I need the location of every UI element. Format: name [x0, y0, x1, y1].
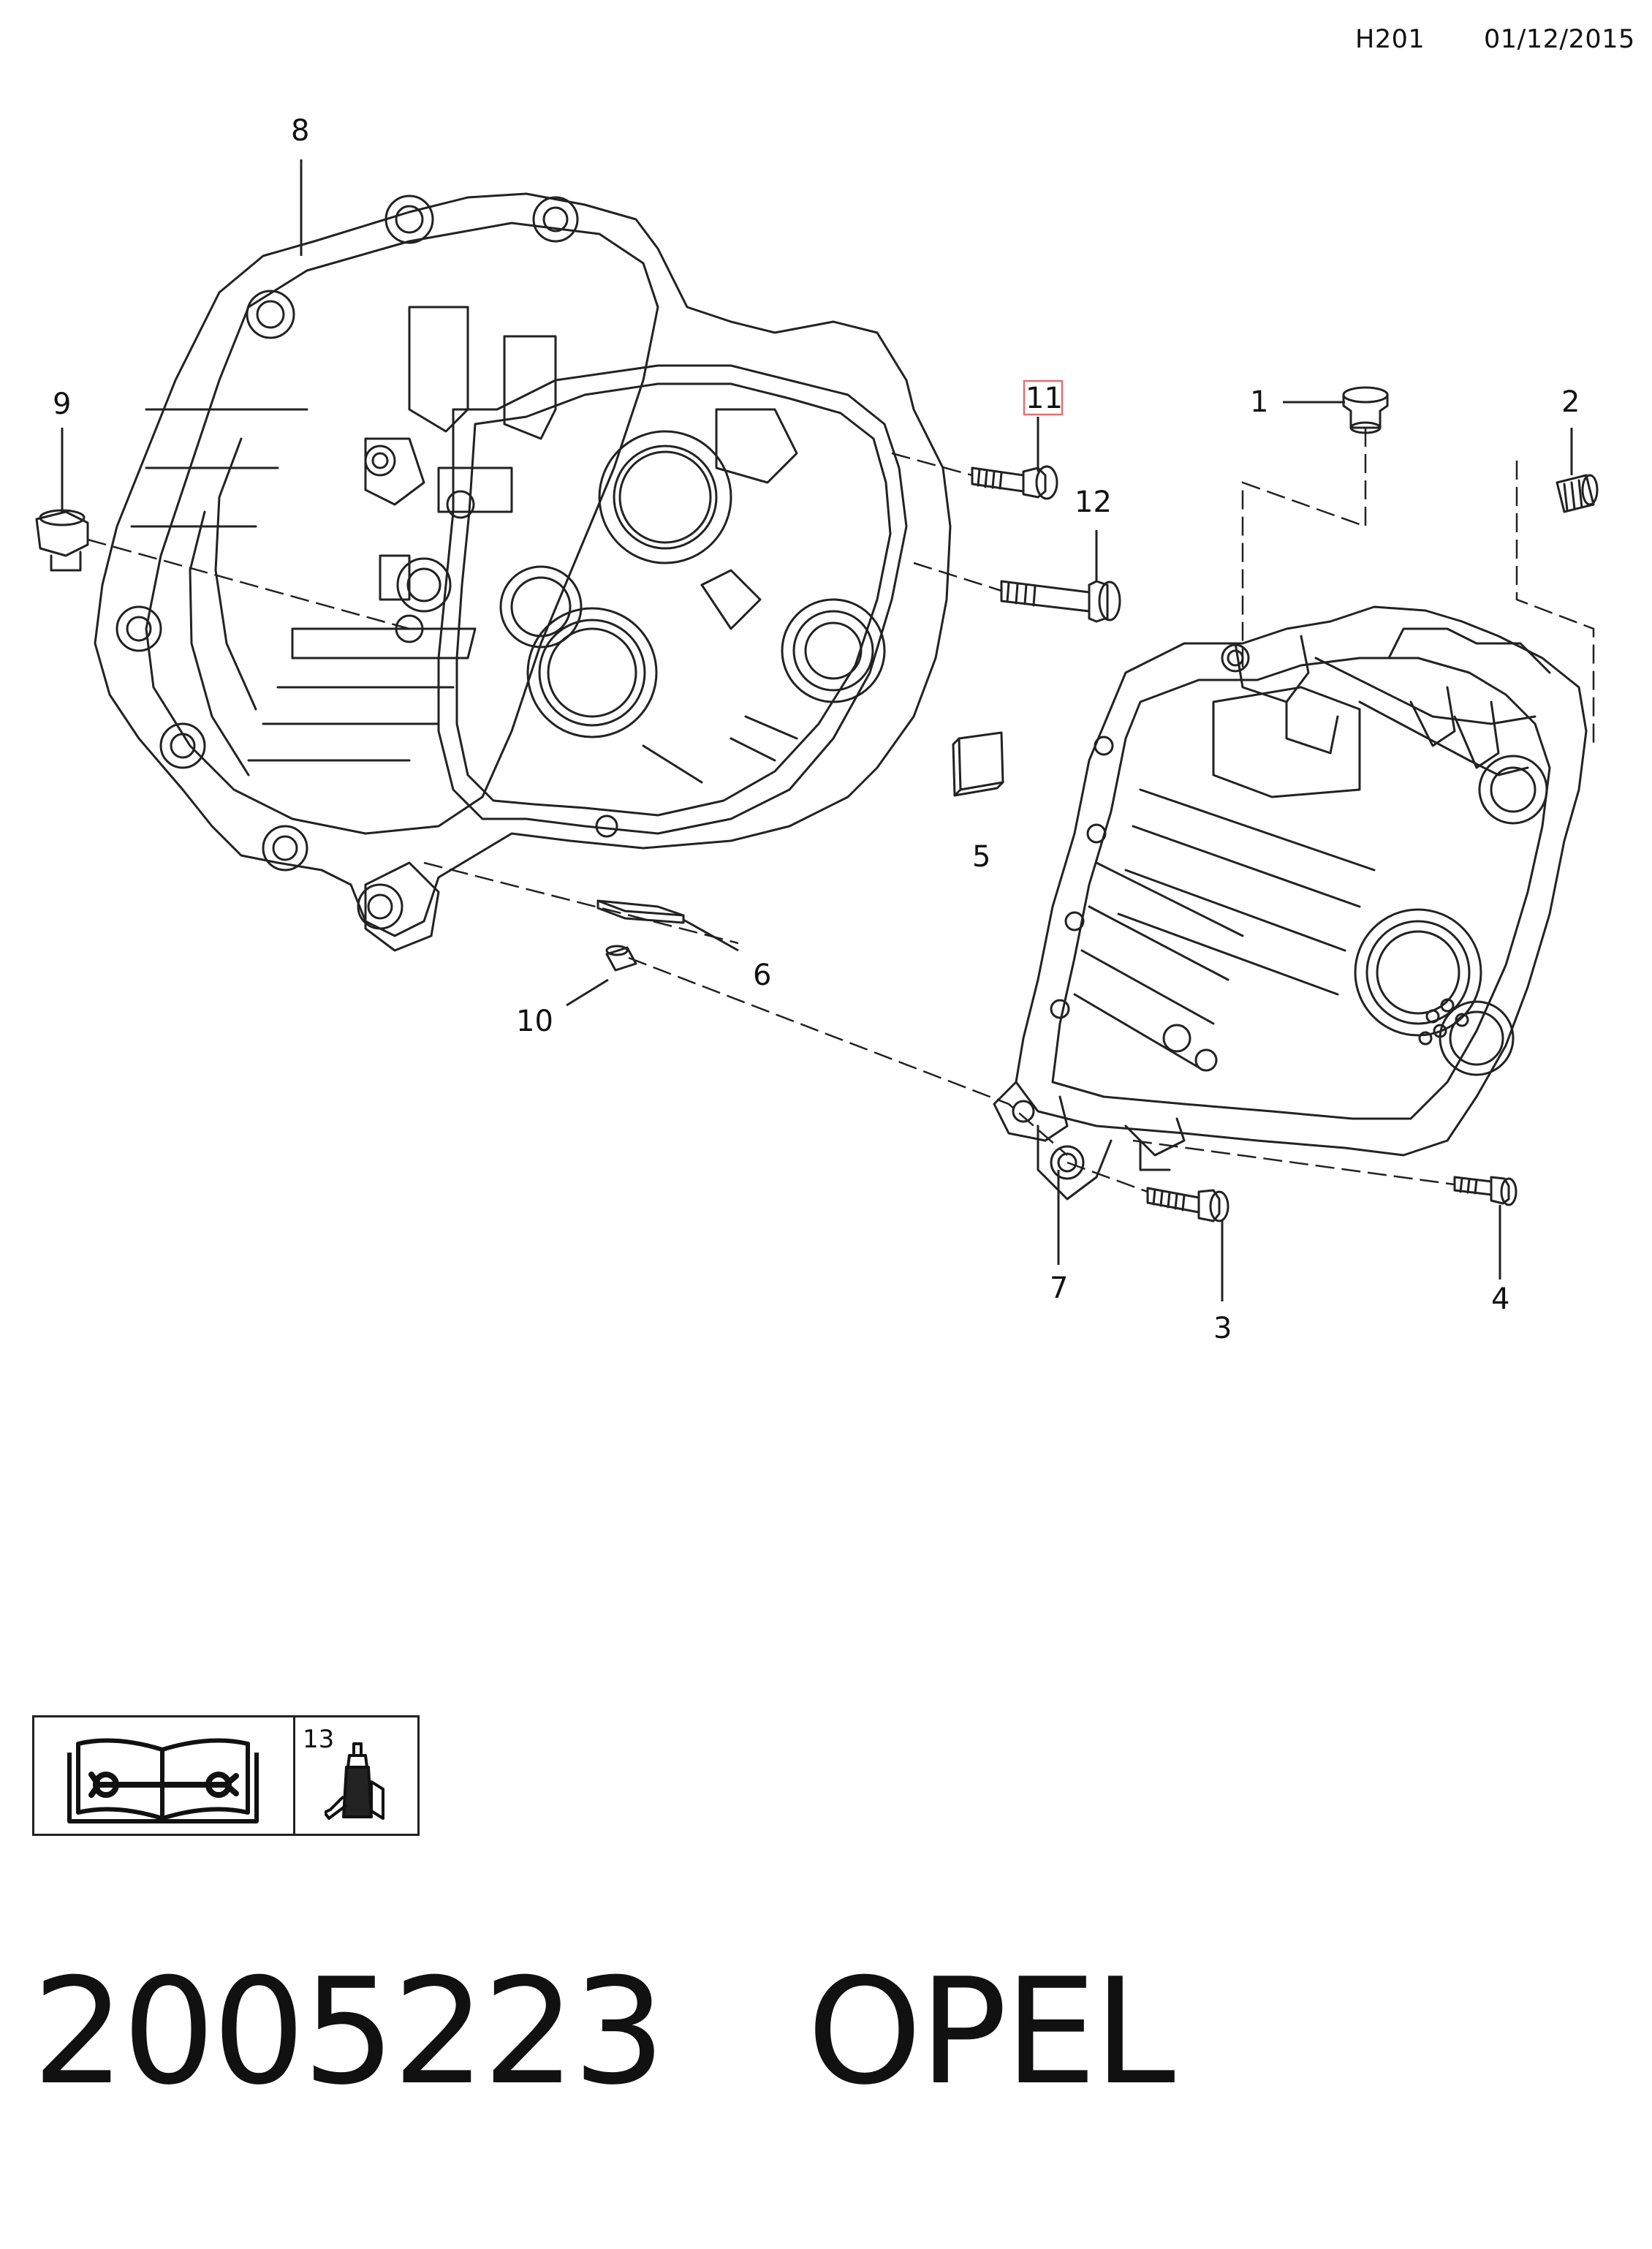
bolt-11 [971, 465, 1058, 500]
transmission-cover-housing [993, 605, 1588, 1201]
legend-adhesive-cell: 13 [295, 1717, 417, 1834]
shim-pad [952, 731, 1004, 797]
sealing-pad [596, 899, 685, 924]
callout-4: 4 [1491, 1282, 1509, 1316]
callout-8: 8 [291, 114, 309, 148]
callout-11-highlight [1023, 379, 1064, 416]
repair-manual-icon [67, 1738, 259, 1823]
callout-1: 1 [1250, 385, 1268, 419]
leader-10 [566, 978, 609, 1007]
part-number: 2005223 [32, 1947, 666, 2117]
legend-manual-cell [34, 1717, 295, 1834]
callout-11: 11 [1026, 382, 1063, 415]
callout-6: 6 [753, 959, 771, 992]
callout-12: 12 [1075, 485, 1112, 519]
legend-item-number: 13 [303, 1725, 335, 1754]
callout-2: 2 [1561, 385, 1580, 419]
diagram-code: H201 [1355, 25, 1425, 54]
callout-7: 7 [1050, 1271, 1068, 1305]
callout-10: 10 [516, 1005, 553, 1038]
drain-plug [1342, 386, 1389, 434]
transmission-housing [94, 192, 952, 952]
exploded-view-diagram: 1 2 3 4 5 6 7 8 9 10 11 12 [35, 114, 1599, 1345]
bolt-3 [1146, 1187, 1229, 1222]
callout-5: 5 [972, 840, 990, 874]
callout-9: 9 [53, 388, 71, 421]
leader-6 [683, 918, 739, 952]
adhesive-applicator-icon [325, 1742, 384, 1820]
legend-box: 13 [32, 1715, 420, 1836]
callout-3: 3 [1213, 1312, 1232, 1345]
bolt-4 [1453, 1176, 1518, 1206]
brand-name: OPEL [807, 1947, 1175, 2117]
dowel-sleeve [605, 945, 637, 972]
fill-plug [35, 509, 89, 572]
threaded-plug [1556, 474, 1599, 513]
diagram-date: 01/12/2015 [1484, 25, 1635, 54]
bolt-12 [1000, 580, 1121, 623]
